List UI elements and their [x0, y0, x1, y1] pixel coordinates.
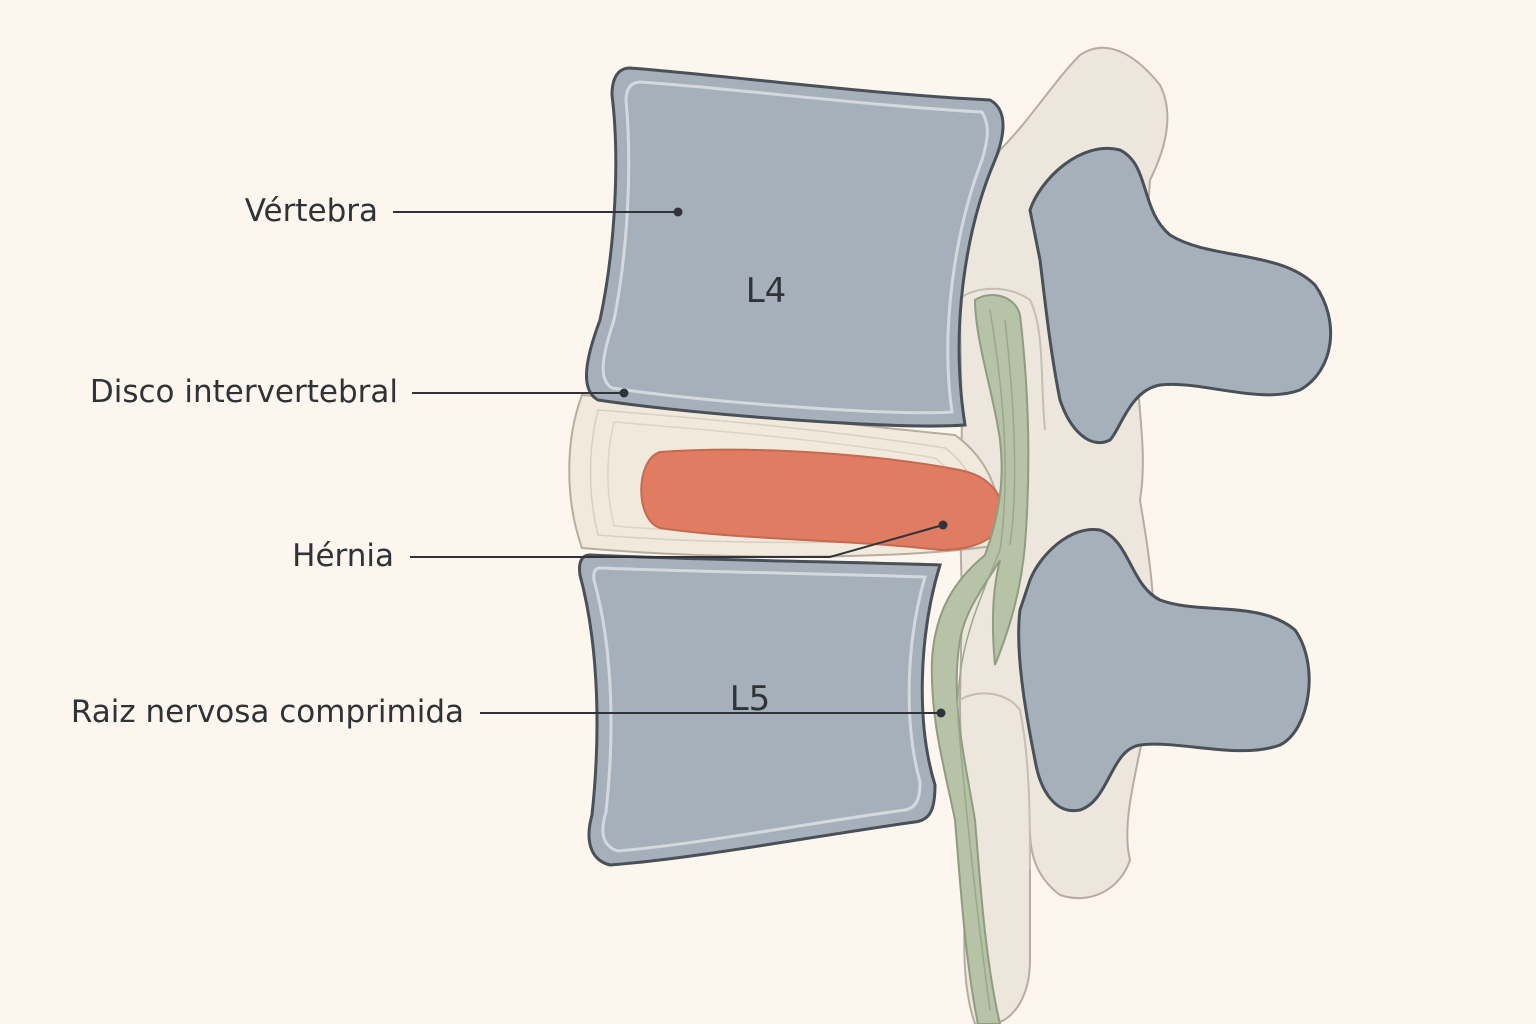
vertebral-body-l4	[585, 66, 1005, 428]
vertebra-label-l4: L4	[746, 271, 787, 311]
leader-dot-disc	[619, 388, 629, 398]
compressed-nerve-root	[930, 294, 1030, 1024]
label-nerve-root: Raiz nervosa comprimida	[70, 694, 464, 730]
canal-rim-lower	[959, 692, 1031, 871]
label-hernia: Hérnia	[292, 538, 394, 574]
leader-dot-nerve	[936, 708, 946, 718]
herniated-nucleus	[640, 448, 1004, 552]
label-disc: Disco intervertebral	[89, 374, 398, 410]
vertebral-body-l4-inner	[601, 80, 989, 415]
vertebral-body-l5-inner	[592, 566, 927, 853]
canal-rim-upper	[957, 287, 1046, 431]
nerve-fiber-lines	[957, 309, 1016, 1011]
label-vertebra: Vértebra	[244, 193, 378, 229]
leader-line-hernia	[410, 524, 944, 558]
vertebral-body-l5	[578, 553, 943, 867]
leader-dot-hernia	[938, 520, 948, 530]
upper-posterior-process	[1028, 147, 1333, 445]
leader-dot-vertebra	[673, 207, 683, 217]
lower-posterior-process	[1017, 528, 1311, 813]
